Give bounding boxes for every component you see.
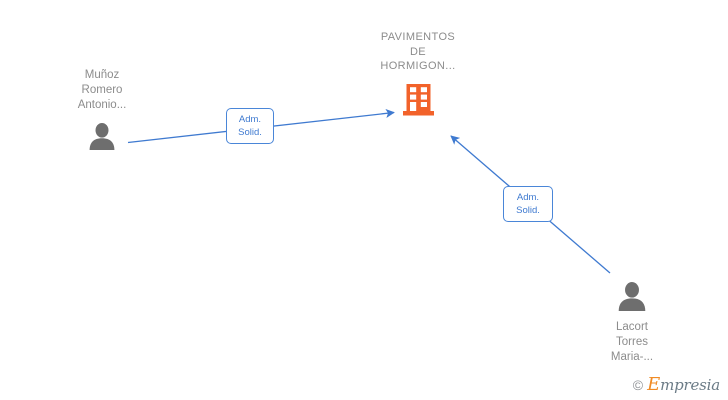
company-icon-wrap[interactable]: [338, 83, 498, 118]
person-name-label: Muñoz Romero Antonio...: [77, 69, 127, 111]
watermark: © Empresia: [633, 376, 720, 394]
copyright-icon: ©: [632, 377, 644, 393]
person-icon[interactable]: [617, 282, 647, 311]
relation-label-left[interactable]: Adm. Solid.: [226, 108, 274, 144]
person-icon-wrap[interactable]: [42, 123, 162, 153]
company-name-label: PAVIMENTOS DE HORMIGON...: [380, 31, 456, 72]
watermark-wordmark: Empresia: [647, 376, 720, 394]
relation-label-right[interactable]: Adm. Solid.: [503, 186, 553, 222]
person-icon-wrap[interactable]: [572, 282, 692, 312]
person-node-lacort-torres-maria[interactable]: Lacort Torres Maria-...: [572, 282, 692, 365]
person-icon[interactable]: [88, 123, 116, 150]
building-icon[interactable]: [402, 83, 434, 116]
person-node-muñoz-romero-antonio[interactable]: Muñoz Romero Antonio...: [42, 68, 162, 153]
watermark-initial: E: [647, 374, 661, 395]
watermark-rest: mpresia: [660, 376, 720, 394]
person-name-label: Lacort Torres Maria-...: [610, 321, 654, 363]
company-node[interactable]: PAVIMENTOS DE HORMIGON...: [338, 30, 498, 118]
